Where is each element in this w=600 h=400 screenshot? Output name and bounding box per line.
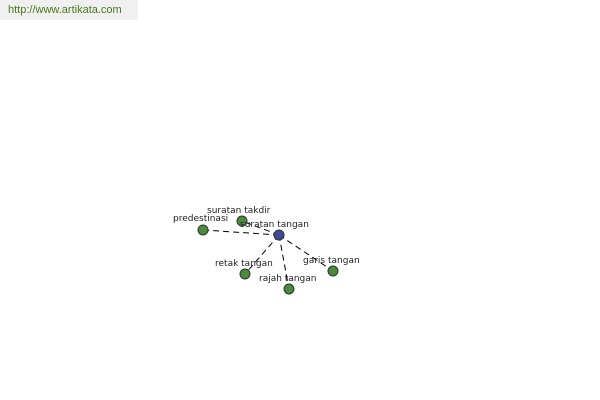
edge-rajah-tangan — [278, 234, 290, 290]
node-label-rajah-tangan[interactable]: rajah tangan — [259, 274, 316, 284]
node-rajah-tangan-icon[interactable] — [283, 283, 295, 295]
graph-edges — [202, 220, 334, 290]
node-label-center[interactable]: suratan tangan — [240, 220, 309, 230]
node-retak-tangan-icon[interactable] — [239, 268, 251, 280]
node-garis-tangan-icon[interactable] — [327, 265, 339, 277]
node-label-garis-tangan[interactable]: garis tangan — [303, 256, 360, 266]
node-center-icon[interactable] — [273, 229, 285, 241]
edge-suratan-takdir — [241, 220, 280, 236]
node-label-predestinasi[interactable]: predestinasi — [173, 214, 228, 224]
node-label-retak-tangan[interactable]: retak tangan — [215, 259, 273, 269]
node-label-suratan-takdir[interactable]: suratan takdir — [207, 206, 271, 216]
node-suratan-takdir-icon[interactable] — [236, 215, 248, 227]
graph-nodes — [197, 215, 339, 295]
edge-predestinasi — [202, 229, 280, 236]
site-url-link[interactable]: http://www.artikata.com — [0, 0, 138, 20]
node-predestinasi-icon[interactable] — [197, 224, 209, 236]
edge-retak-tangan — [244, 234, 280, 275]
edge-garis-tangan — [278, 234, 334, 272]
